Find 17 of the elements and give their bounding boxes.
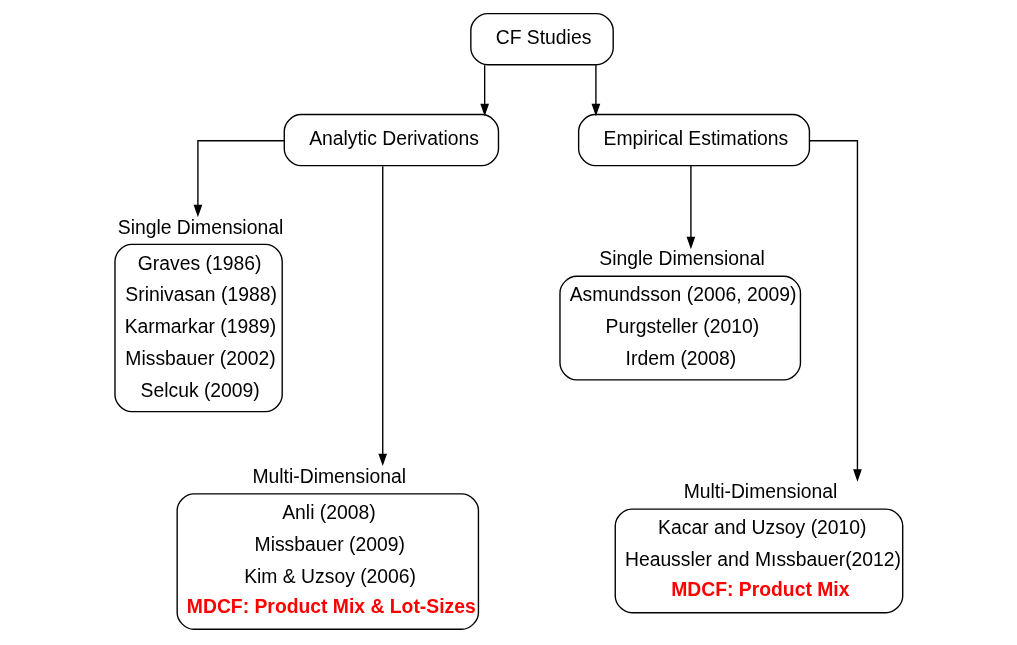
node-box: Anli (2008) Missbauer (2009) Kim & Uzsoy (2006) MDCF: Product Mix & Lot-Sizes — [176, 493, 480, 630]
arrow — [591, 64, 601, 117]
node-box: Empirical Estimations — [577, 113, 811, 167]
node-box: Kacar and Uzsoy (2010) Heaussler and Mıssbauer(2012) MDCF: Product Mix — [614, 508, 904, 614]
node-label: Multi-Dimensional — [683, 480, 838, 503]
arrow — [809, 140, 862, 482]
node-label: Single Dimensional — [117, 215, 284, 238]
arrow — [193, 140, 285, 218]
arrow — [686, 165, 696, 250]
arrow — [378, 165, 388, 467]
node-box: Asmundsson (2006, 2009) Purgsteller (2010) Irdem (2008) — [559, 275, 802, 381]
node-box: Analytic Derivations — [283, 113, 500, 167]
node-label: Multi-Dimensional — [252, 465, 407, 488]
node-label: Single Dimensional — [599, 247, 765, 270]
node-box: Graves (1986) Srinivasan (1988) Karmarkar (1989) Missbauer (2002) Selcuk (2009) — [114, 243, 283, 413]
node-box: CF Studies — [470, 12, 614, 66]
arrow — [480, 64, 490, 117]
